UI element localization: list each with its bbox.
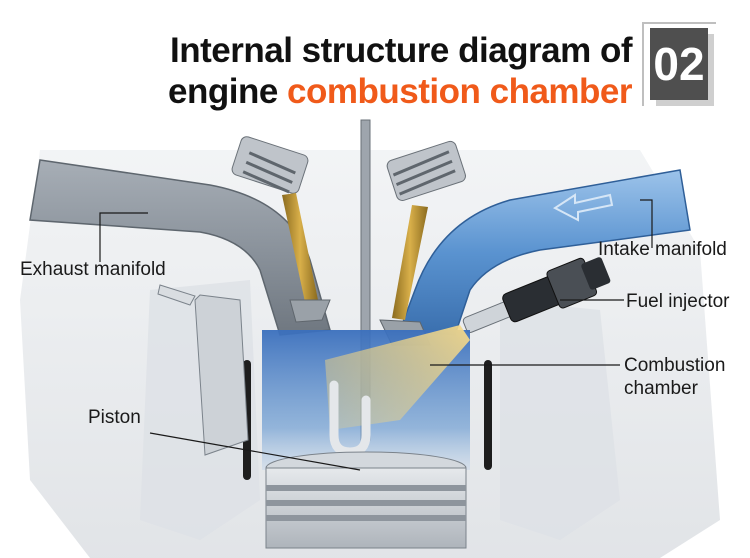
exhaust-manifold <box>29 159 331 336</box>
exhaust-valve <box>231 136 331 323</box>
label-combustion-chamber: Combustion chamber <box>624 354 725 400</box>
fuel-injector <box>462 257 611 333</box>
right-side-rod <box>484 360 492 470</box>
left-clip <box>157 284 196 306</box>
label-piston: Piston <box>88 407 141 428</box>
label-fuel-injector: Fuel injector <box>626 291 730 312</box>
leader-intake <box>640 199 653 248</box>
piston <box>265 451 467 549</box>
label-combustion-line2: chamber <box>624 378 698 399</box>
leader-exhaust <box>99 212 148 262</box>
label-combustion-line1: Combustion <box>624 355 726 376</box>
section-number-badge: 02 <box>642 22 716 106</box>
title-plain: engine <box>168 72 288 111</box>
label-exhaust-manifold: Exhaust manifold <box>20 259 166 280</box>
label-intake-manifold: Intake manifold <box>598 239 727 260</box>
intake-arrow <box>553 193 614 222</box>
title-accent: combustion chamber <box>287 72 632 111</box>
left-gasket <box>194 294 249 456</box>
page-title: Internal structure diagram of engine com… <box>168 30 632 112</box>
leader-lines <box>99 199 653 471</box>
intake-valve <box>379 140 466 346</box>
title-line-1: Internal structure diagram of <box>170 31 632 70</box>
title-line-2: engine combustion chamber <box>168 71 632 112</box>
fuel-spray <box>325 325 470 430</box>
leader-piston <box>149 432 361 471</box>
